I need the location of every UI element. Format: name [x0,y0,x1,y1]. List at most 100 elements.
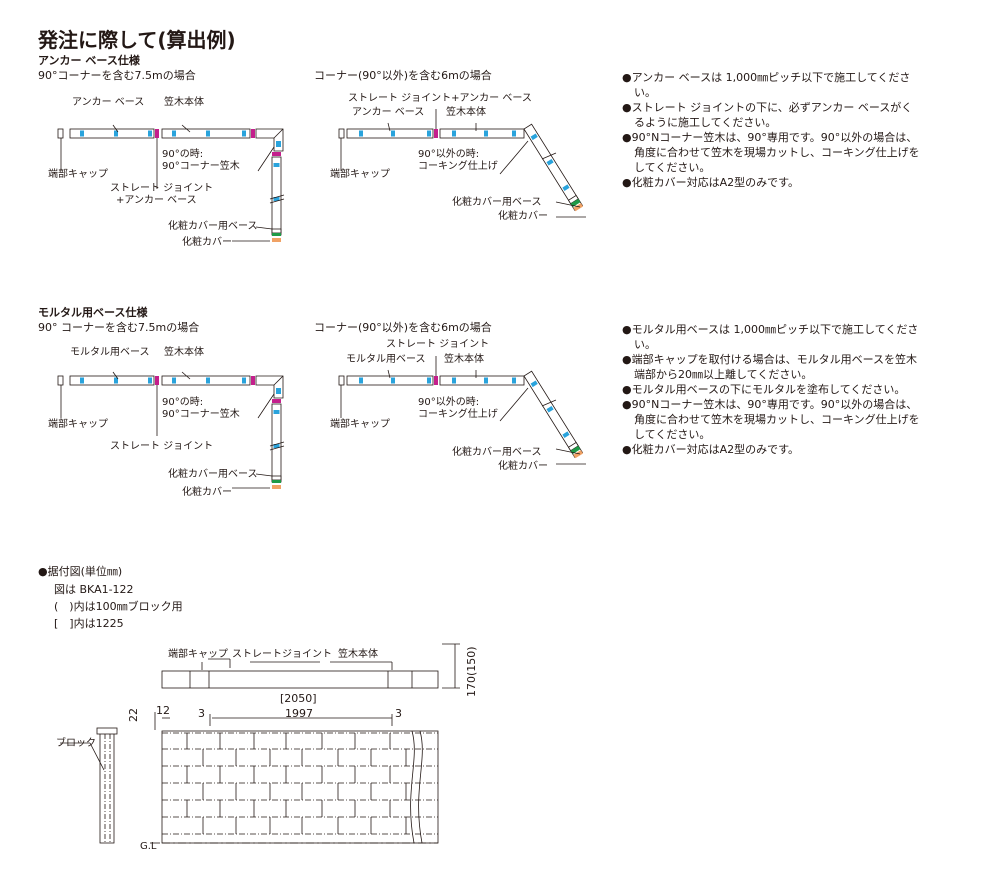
corner-diagonal [273,128,284,139]
s1r-coverbase-label: 化粧カバー用ベース [452,197,542,208]
base-mark [452,130,456,137]
cover-base-piece [272,480,281,483]
install-dim-2050: [2050] [280,692,317,705]
section2-heading: モルタル用ベース仕様 [38,306,148,319]
cover-base-piece [570,198,581,208]
note-item: ●アンカー ベースは 1,000㎜ピッチ以下で施工してください。 [622,71,911,99]
base-mark [273,197,280,201]
base-mark [484,377,488,384]
joint-piece [251,129,255,138]
s2r-endcap-label: 端部キャップ [330,419,390,430]
s1l-base-label: アンカー ベース [72,97,145,108]
cover-base-piece [567,441,579,452]
s2r-body-label: 笠木本体 [444,354,484,365]
corner-diagonal [273,375,284,386]
base-mark [114,130,118,137]
break-mark [541,399,557,407]
base-mark [80,130,84,137]
break-mark [269,445,285,451]
note-item: ●モルタル用ベースは 1,000㎜ピッチ以下で施工してください。 [622,323,919,351]
install-block-label: ブロック [56,738,96,749]
base-mark [562,431,570,438]
corner-piece [255,128,284,152]
end-cap-piece [338,128,345,139]
s2r-corner-label: 90°以外の時: [418,397,480,408]
block-column [99,730,115,844]
s1l-cover-label: 化粧カバー [182,237,232,248]
joint-piece [434,129,438,138]
base-mark [273,410,280,414]
rail-segment [439,128,525,139]
angled-rail [523,123,584,212]
note-item: ●90°Nコーナー笠木は、90°専用です。90°以外の場合は、角度に合わせて笠木… [622,131,920,174]
base-mark [546,158,554,166]
base-mark [359,130,363,137]
joint-piece [272,399,281,403]
section1-heading: アンカー ベース仕様 [38,54,140,67]
install-note2: [ ]内は1225 [54,617,124,630]
base-mark [391,130,395,137]
s2l-joint-label: ストレート ジョイント [110,441,214,452]
base-mark [530,133,538,141]
fence-outline [161,730,439,844]
s1l-joint-label: ストレート ジョイント [110,183,214,194]
cover-base-piece [567,194,579,205]
s2r-joint-label: ストレート ジョイント [386,339,490,350]
s2r-coverbase-label: 化粧カバー用ベース [452,447,542,458]
rail-segment [439,375,525,386]
base-mark [148,130,152,137]
note-item: ●90°Nコーナー笠木は、90°専用です。90°以外の場合は、角度に合わせて笠木… [622,398,920,441]
cover-base-piece [272,233,281,236]
base-mark [80,377,84,384]
leader-line [181,371,191,380]
base-mark [206,377,210,384]
note-item: ●化粧カバー対応はA2型のみです。 [622,176,800,189]
cover-piece [272,238,281,242]
s1r-cover-label: 化粧カバー [498,211,548,222]
s2l-corner2-label: 90°コーナー笠木 [162,409,240,420]
joint-piece [155,129,159,138]
s1r-body-label: 笠木本体 [446,107,486,118]
break-mark [269,198,285,204]
s2l-coverbase-label: 化粧カバー用ベース [168,469,258,480]
rail-segment [346,128,434,139]
break-mark [269,441,285,447]
rail-elevation [161,670,439,689]
install-dim-3a: 3 [198,707,205,720]
s1l-coverbase-label: 化粧カバー用ベース [168,221,258,232]
install-note1: ( )内は100㎜ブロック用 [54,600,183,613]
end-cap-piece [57,375,64,386]
end-cap-piece [57,128,64,139]
base-mark [273,444,280,448]
base-mark [546,405,554,413]
install-joint-label: ストレートジョイント [232,649,332,660]
s1l-corner2-label: 90°コーナー笠木 [162,161,240,172]
break-mark [541,152,557,160]
cover-base-piece [271,228,282,234]
s1l-corner-label: 90°の時: [162,149,204,160]
cover-base-piece [271,475,282,481]
s1r-corner2-label: コーキング仕上げ [418,161,498,172]
base-mark [276,141,281,147]
rail-segment [69,128,155,139]
leader-line [181,124,191,133]
s1l-endcap-label: 端部キャップ [48,169,108,180]
leader-line [257,146,275,172]
base-mark [452,377,456,384]
joint-piece [434,376,438,385]
end-cap-piece [338,375,345,386]
joint-piece [251,376,255,385]
note-item: ●モルタル用ベースの下にモルタルを塗布してください。 [622,383,906,396]
break-curve [410,730,415,844]
section2-case-right: コーナー(90°以外)を含む6mの場合 [314,321,492,334]
note-item: ●化粧カバー対応はA2型のみです。 [622,443,800,456]
section1-case-left: 90°コーナーを含む7.5mの場合 [38,69,196,82]
leader-line [89,742,105,771]
base-mark [530,380,538,388]
base-mark [206,130,210,137]
leader-line [555,201,581,208]
base-mark [484,130,488,137]
joint-piece [155,376,159,385]
note-item: ●端部キャップを取付ける場合は、モルタル用ベースを笠木端部から20㎜以上離してく… [622,353,918,381]
